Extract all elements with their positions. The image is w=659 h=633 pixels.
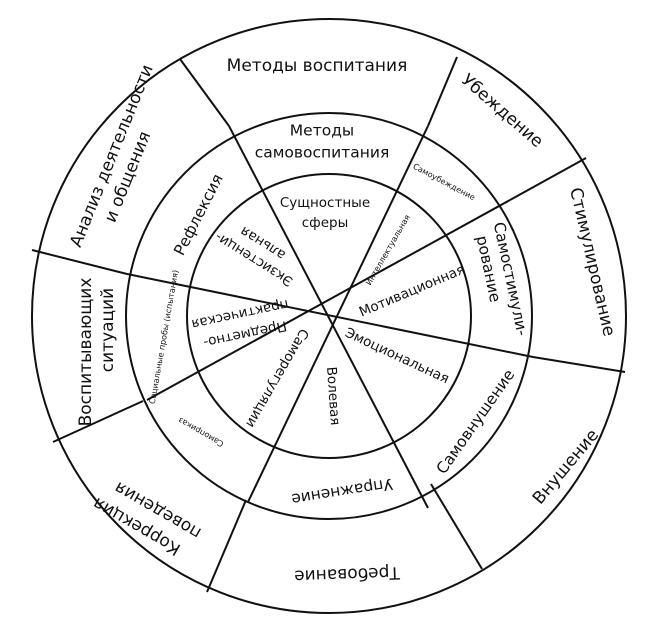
spoke-outer-6 (206, 499, 247, 593)
spoke-inner-1 (228, 125, 429, 509)
spoke-outer-7 (52, 400, 144, 443)
label-self-methods-line2: самовоспитания (255, 144, 390, 162)
spoke-outer-2 (427, 56, 458, 127)
label-stimulation: Стимулирование (565, 186, 619, 338)
spoke-outer-8 (31, 249, 128, 275)
spoke-outer-1 (179, 58, 230, 127)
middle-ring-border (125, 112, 533, 520)
spoke-outer-3 (509, 157, 587, 201)
label-situations-line2: ситуаций (98, 288, 118, 372)
spoke-inner-3 (146, 199, 511, 401)
label-self-command: Самоприказ (177, 415, 226, 448)
spoke-outer-5 (430, 483, 483, 570)
spoke-inner-4 (126, 273, 534, 358)
label-situations-line1: Воспитывающих (76, 278, 96, 427)
spoke-outer-4 (532, 356, 626, 373)
label-exercise: Упражнение (290, 475, 394, 509)
label-demand: Требование (294, 562, 401, 586)
label-persuasion: Убеждение (457, 70, 547, 152)
inner-ring-border (186, 173, 472, 459)
label-methods-upbringing: Методы воспитания (227, 56, 408, 76)
spoke-inner-2 (247, 125, 429, 503)
label-volitional: Волевая (323, 366, 343, 426)
label-intellectual: Интеллектуальная (364, 213, 412, 287)
label-emotional: Эмоциональная (342, 325, 451, 387)
label-spheres-line2: сферы (302, 215, 349, 231)
label-self-methods-line1: Методы (290, 122, 354, 140)
outer-ring-border (31, 18, 627, 614)
label-spheres-line1: Сущностные (280, 195, 370, 211)
